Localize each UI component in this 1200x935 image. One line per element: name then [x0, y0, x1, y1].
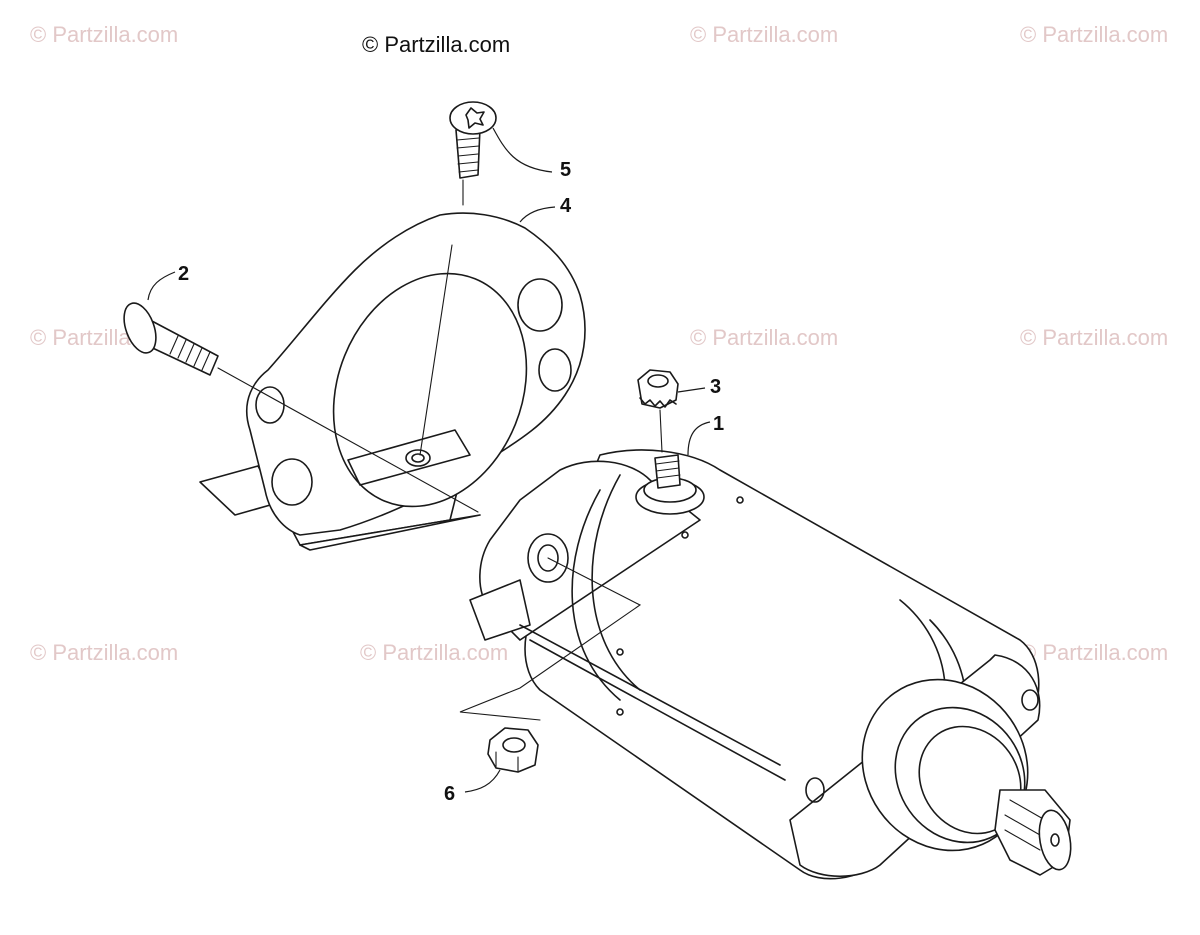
watermark: © Partzilla.com — [690, 22, 838, 47]
callout-label: 2 — [178, 263, 189, 285]
watermark: © Partzilla.com — [360, 640, 508, 665]
screw-part-5 — [449, 101, 497, 179]
nut-part-3 — [637, 369, 679, 409]
callout-label: 4 — [560, 195, 572, 217]
watermark: © Partzilla.com — [1020, 325, 1168, 350]
watermark: © Partzilla.com — [30, 22, 178, 47]
watermark: © Partzilla.com — [1020, 640, 1168, 665]
watermark: © Partzilla.com — [30, 640, 178, 665]
callouts: 1 2 3 4 5 6 — [178, 159, 724, 805]
callout-label: 3 — [710, 376, 721, 398]
callout-label: 1 — [713, 413, 724, 435]
nut-part-6 — [487, 727, 539, 773]
starter-motor-part-1 — [469, 449, 1072, 880]
bolt-part-2 — [123, 302, 219, 376]
callout-leaders — [147, 127, 711, 793]
assembly-lines — [217, 179, 663, 721]
watermark: © Partzilla.com — [1020, 22, 1168, 47]
callout-label: 5 — [560, 159, 571, 181]
callout-label: 6 — [444, 783, 455, 805]
watermark: © Partzilla.com — [690, 325, 838, 350]
copyright-label: © Partzilla.com — [362, 32, 510, 57]
